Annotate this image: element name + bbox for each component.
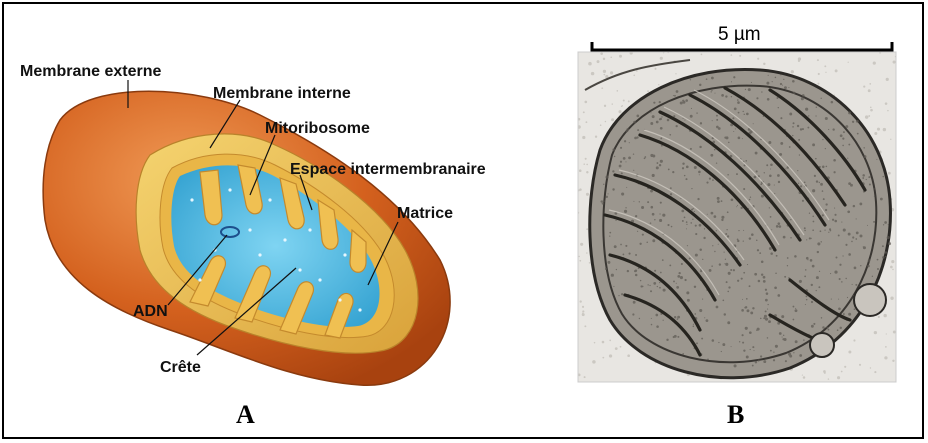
label-inner-membrane: Membrane interne <box>213 85 351 102</box>
scale-bar-label: 5 µm <box>718 24 761 45</box>
panel-letter-a: A <box>236 400 255 429</box>
label-matrix: Matrice <box>397 205 453 222</box>
em-vesicle <box>854 284 886 316</box>
label-intermembrane-space: Espace intermembranaire <box>290 161 486 178</box>
label-dna: ADN <box>133 303 168 320</box>
em-vesicle <box>810 333 834 357</box>
label-crista: Crête <box>160 359 201 376</box>
electron-micrograph: 5 µm <box>577 24 896 429</box>
label-outer-membrane: Membrane externe <box>20 63 161 80</box>
panel-letter-b: B <box>727 400 744 429</box>
mitochondrion-illustration: Membrane externe Membrane interne Mitori… <box>20 63 486 429</box>
label-mitoribosome: Mitoribosome <box>265 120 370 137</box>
